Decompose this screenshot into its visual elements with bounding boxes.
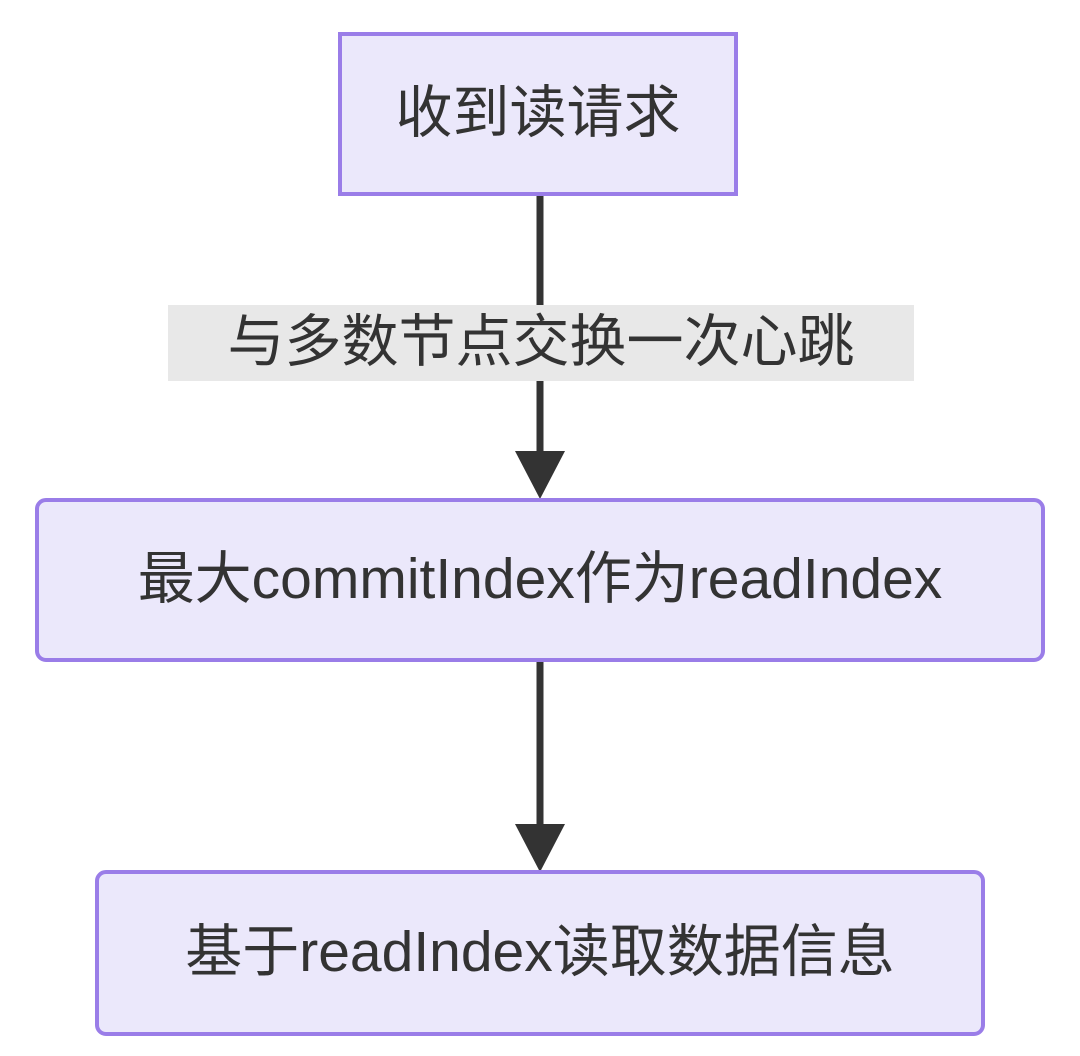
node-recv-read-request[interactable]: 收到读请求 — [338, 32, 738, 196]
edge-label-heartbeat: 与多数节点交换一次心跳 — [168, 305, 914, 381]
node-max-commit-index-label: 最大commitIndex作为readIndex — [137, 547, 943, 612]
node-read-data[interactable]: 基于readIndex读取数据信息 — [95, 870, 985, 1036]
node-recv-read-request-label: 收到读请求 — [395, 81, 681, 146]
edge-label-heartbeat-text: 与多数节点交换一次心跳 — [227, 310, 855, 375]
edge-commit-to-read — [515, 662, 565, 872]
node-read-data-label: 基于readIndex读取数据信息 — [185, 920, 895, 985]
edge-commit-to-read-arrowhead — [515, 824, 565, 872]
edge-recv-to-commit-arrowhead — [515, 451, 565, 499]
node-max-commit-index[interactable]: 最大commitIndex作为readIndex — [35, 498, 1045, 662]
